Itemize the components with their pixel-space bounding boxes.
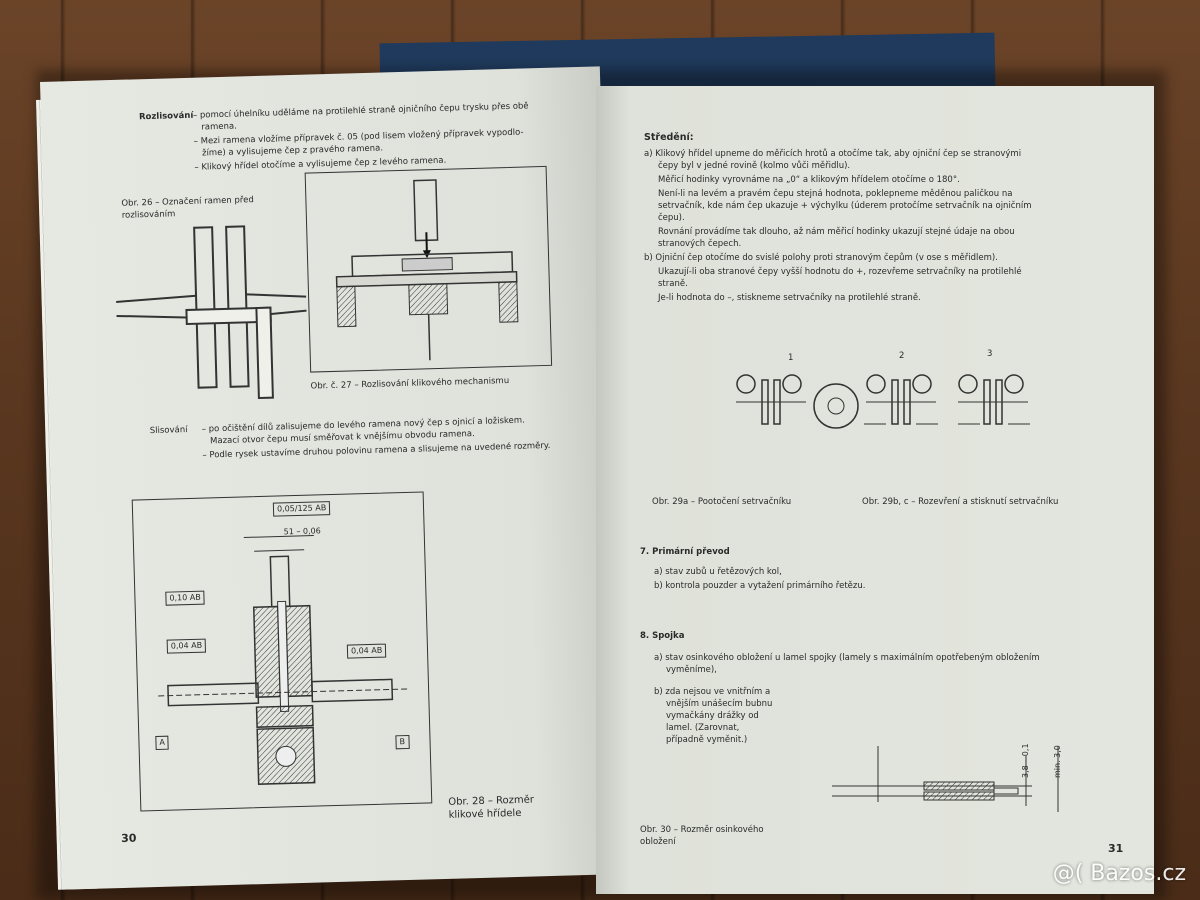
section7-item: b) kontrola pouzder a vytažení primárníh…	[654, 581, 866, 591]
stredeni-title: Středění:	[644, 132, 694, 143]
fig30-caption: obložení	[640, 837, 676, 847]
fig28-tolerance-a: 0,10 AB	[165, 590, 205, 606]
section8-b-line: případně vyměnit.)	[666, 735, 748, 745]
fig29bc-caption: Obr. 29b, c – Rozevření a stisknutí setr…	[862, 497, 1059, 507]
rozlisovani-line: ramena.	[201, 121, 237, 133]
fig27-caption: Obr. č. 27 – Rozlisování klikového mecha…	[310, 376, 510, 392]
fig28-caption: klikové hřídele	[448, 807, 522, 821]
fig29a-caption: Obr. 29a – Pootočení setrvačníku	[652, 497, 792, 507]
section8-b-line: lamel. (Zarovnat,	[666, 723, 740, 733]
fig30-dimension: 3,8 – 0,1	[1021, 743, 1030, 778]
section7-item: a) stav zubů u řetězových kol,	[654, 567, 782, 577]
stredeni-line: b) Ojniční čep otočíme do svislé polohy …	[644, 253, 998, 263]
fig27-frame	[304, 165, 553, 373]
section8-a-line: vyměníme),	[666, 665, 717, 675]
stredeni-line: čepy byl v jedné rovině (kolmo vůči měři…	[658, 161, 851, 171]
stredeni-line: Není-li na levém a pravém čepu stejná ho…	[658, 189, 1013, 199]
fig28-caption: Obr. 28 – Rozměr	[448, 794, 535, 808]
fig29-flywheel-diagrams	[736, 374, 1030, 429]
stredeni-line: setrvačník, kde nám čep ukazuje + výchyl…	[658, 201, 1032, 211]
stredeni-line: čepu).	[658, 213, 685, 223]
section8-b-line: vnějším unášecím bubnu	[666, 699, 773, 709]
fig30-lining-diagram	[832, 746, 1059, 812]
section7-title: 7. Primární převod	[640, 547, 730, 557]
fig27-press-drawing	[335, 179, 519, 361]
fig29-number: 3	[987, 349, 993, 359]
section8-a-line: a) stav osinkového obložení u lamel spoj…	[654, 653, 1040, 663]
fig28-datum-a: A	[155, 735, 170, 751]
stredeni-line: Ukazují-li oba stranové čepy vyšší hodno…	[658, 267, 1022, 277]
fig28-tolerance-b: 0,04 AB	[166, 638, 207, 654]
page-number-right: 31	[1108, 842, 1124, 855]
stredeni-line: a) Klikový hřídel upneme do měřicích hro…	[644, 149, 1022, 159]
slisovani-label: Slisování	[149, 425, 188, 437]
fig26-crank-drawing	[116, 225, 307, 400]
stredeni-line: Rovnání provádíme tak dlouho, až nám měř…	[658, 227, 1015, 237]
stredeni-line: stranových čepech.	[658, 239, 742, 249]
section8-title: 8. Spojka	[640, 631, 685, 641]
stredeni-line: Je-li hodnota do –, stiskneme setrvačník…	[658, 293, 921, 303]
fig29-number: 1	[788, 353, 794, 363]
section8-b-line: vymačkány drážky od	[666, 711, 759, 721]
fig30-caption: Obr. 30 – Rozměr osinkového	[640, 825, 764, 835]
fig28-tolerance-c: 0,04 AB	[346, 643, 387, 659]
fig28-tolerance-top: 0,05/125 AB	[272, 501, 331, 517]
fig29-number: 2	[899, 351, 905, 361]
fig28-frame: 0,05/125 AB 51 – 0,06 0,10 AB 0,04 AB 0,…	[131, 491, 433, 812]
rozlisovani-label: Rozlisování	[138, 110, 194, 123]
page-number-left: 30	[120, 831, 137, 846]
section8-b-line: b) zda nejsou ve vnitřním a	[654, 687, 771, 697]
stredeni-line: straně.	[658, 279, 688, 289]
bazos-watermark: @( Bazos.cz	[1052, 861, 1186, 886]
fig28-datum-b: B	[395, 734, 410, 750]
right-page: Středění: a) Klikový hřídel upneme do mě…	[596, 86, 1154, 894]
left-page: Rozlisování – pomocí úhelníku uděláme na…	[40, 66, 623, 890]
fig28-dimension: 51 – 0,06	[283, 526, 321, 537]
rozlisovani-line: – pomocí úhelníku uděláme na protilehlé …	[192, 101, 529, 121]
fig28-crankshaft-drawing	[158, 535, 409, 785]
fig26-caption: Obr. 26 – Označení ramen před	[121, 195, 254, 209]
fig30-dimension: min. 3,0	[1053, 745, 1062, 778]
stredeni-line: Měřicí hodinky vyrovnáme na „0“ a klikov…	[658, 175, 960, 185]
